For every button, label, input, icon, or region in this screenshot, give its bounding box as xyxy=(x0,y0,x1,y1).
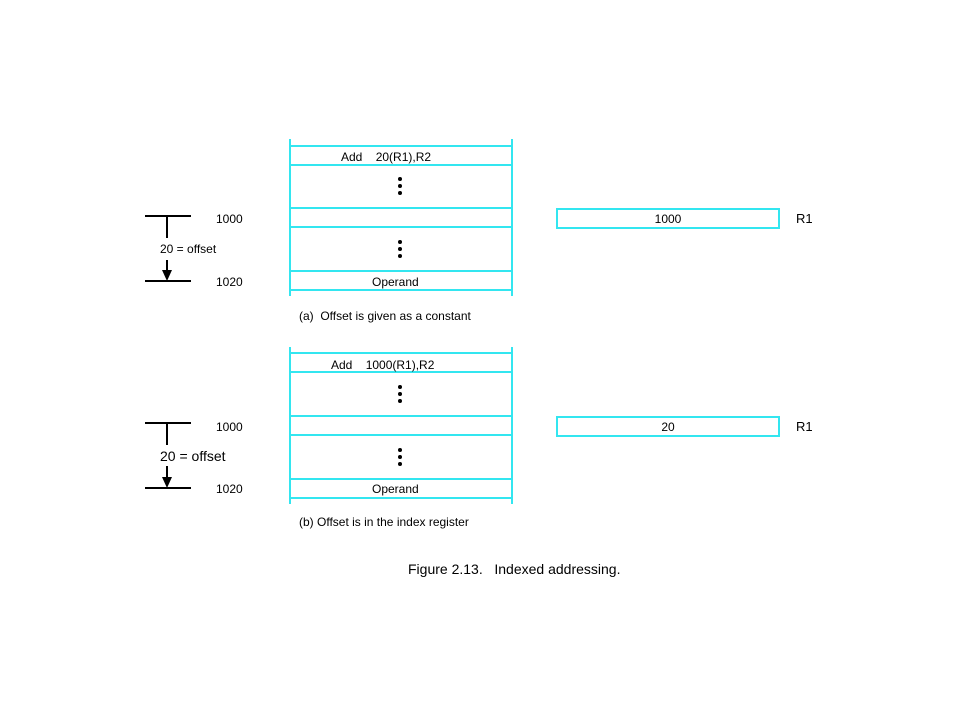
memory-row-line xyxy=(289,164,513,166)
offset-stem xyxy=(166,216,168,238)
register-name: R1 xyxy=(796,211,813,226)
memory-right-border xyxy=(511,347,513,504)
register-value: 1000 xyxy=(654,212,682,226)
memory-row-line xyxy=(289,415,513,417)
memory-row-line xyxy=(289,434,513,436)
instruction-text: Add 20(R1),R2 xyxy=(341,150,432,164)
memory-row-line xyxy=(289,371,513,373)
arrowhead-icon xyxy=(162,270,172,281)
offset-label: 20 = offset xyxy=(160,242,217,256)
offset-stem xyxy=(166,423,168,445)
memory-left-border xyxy=(289,347,291,504)
register-name: R1 xyxy=(796,419,813,434)
offset-label: 20 = offset xyxy=(160,448,226,464)
address-1020: 1020 xyxy=(216,482,243,496)
offset-stem xyxy=(166,260,168,272)
offset-bottom-bar xyxy=(145,280,191,282)
offset-bottom-bar xyxy=(145,487,191,489)
memory-row-line xyxy=(289,352,513,354)
caption-b: (b) Offset is in the index register xyxy=(299,515,469,529)
memory-left-border xyxy=(289,139,291,296)
memory-row-line xyxy=(289,226,513,228)
memory-row-line xyxy=(289,497,513,499)
memory-right-border xyxy=(511,139,513,296)
figure-caption: Figure 2.13. Indexed addressing. xyxy=(408,561,621,577)
offset-stem xyxy=(166,466,168,479)
offset-top-bar xyxy=(145,215,191,217)
offset-top-bar xyxy=(145,422,191,424)
register-r1: 20 xyxy=(556,416,780,437)
memory-row-line xyxy=(289,289,513,291)
ellipsis-dots xyxy=(397,240,403,261)
instruction-text: Add 1000(R1),R2 xyxy=(331,358,435,372)
register-r1: 1000 xyxy=(556,208,780,229)
register-value: 20 xyxy=(661,420,675,434)
ellipsis-dots xyxy=(397,385,403,406)
memory-row-line xyxy=(289,145,513,147)
memory-row-line xyxy=(289,207,513,209)
address-1020: 1020 xyxy=(216,275,243,289)
caption-a: (a) Offset is given as a constant xyxy=(299,309,471,323)
address-1000: 1000 xyxy=(216,212,243,226)
address-1000: 1000 xyxy=(216,420,243,434)
arrowhead-icon xyxy=(162,477,172,488)
memory-row-line xyxy=(289,270,513,272)
ellipsis-dots xyxy=(397,448,403,469)
ellipsis-dots xyxy=(397,177,403,198)
operand-label: Operand xyxy=(372,482,419,496)
memory-row-line xyxy=(289,478,513,480)
operand-label: Operand xyxy=(372,275,419,289)
